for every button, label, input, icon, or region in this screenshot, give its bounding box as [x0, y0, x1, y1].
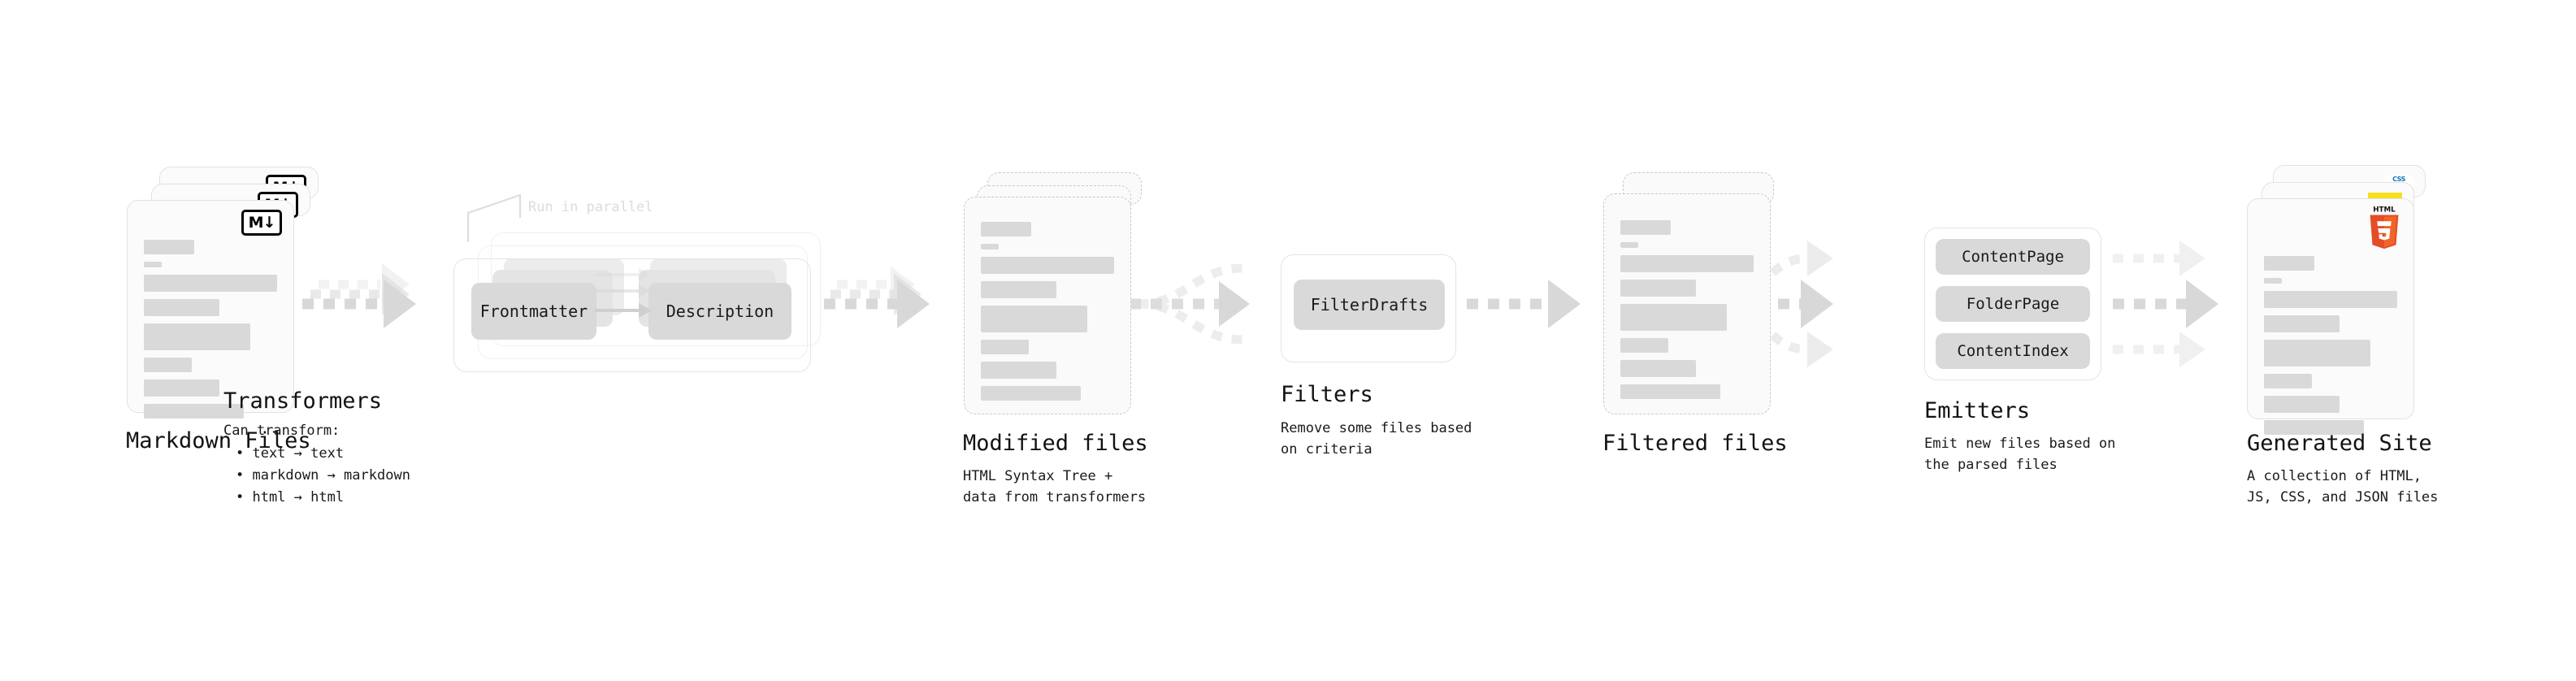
skeleton-bar [1620, 384, 1720, 399]
stage-title-filters: Filters [1281, 382, 1373, 407]
transformer-inner-arrows [595, 268, 652, 318]
file-skeleton [981, 222, 1114, 408]
arrow-emitters-to-site [2113, 241, 2218, 367]
transform-bullet-0: • text → text [236, 445, 345, 462]
skeleton-bar [2264, 374, 2313, 388]
transformer-pill-description[interactable]: Description [648, 283, 791, 340]
stage-desc-transformers: Can transform: [223, 423, 340, 439]
skeleton-bar [144, 380, 220, 397]
skeleton-bar [1620, 255, 1754, 272]
skeleton-bar [2264, 396, 2340, 413]
skeleton-bar [2264, 315, 2340, 332]
transformer-pill-frontmatter[interactable]: Frontmatter [471, 283, 596, 340]
skeleton-bar [144, 262, 162, 267]
skeleton-bar [981, 306, 1088, 332]
skeleton-bar [981, 244, 999, 249]
file-skeleton [1620, 220, 1754, 406]
arrow-transformers-to-modified [824, 267, 930, 328]
transform-bullet-2: • html → html [236, 489, 345, 505]
skeleton-bar [981, 386, 1081, 401]
skeleton-bar [2264, 278, 2282, 284]
stage-title-modified-files: Modified files [963, 431, 1148, 456]
skeleton-bar [981, 281, 1057, 298]
emitter-pill-contentpage[interactable]: ContentPage [1936, 239, 2090, 275]
run-in-parallel-label: Run in parallel [528, 199, 653, 215]
svg-text:HTML: HTML [2373, 206, 2396, 215]
skeleton-bar [1620, 360, 1697, 377]
skeleton-bar [981, 257, 1114, 274]
skeleton-bar [144, 240, 194, 254]
skeleton-bar [981, 362, 1057, 379]
file-skeleton [144, 240, 277, 426]
arrow-modified-to-filters [1130, 263, 1250, 345]
markdown-badge-icon: M↓ [241, 210, 282, 236]
stage-title-generated-site: Generated Site [2247, 431, 2432, 456]
filtered-file-card-front [1603, 193, 1771, 414]
arrow-markdown-to-transformers [302, 263, 416, 328]
skeleton-bar [1620, 304, 1728, 331]
stage-desc-emitters: Emit new files based on the parsed files [1924, 436, 2116, 474]
skeleton-bar [1620, 242, 1638, 248]
skeleton-bar [2264, 420, 2364, 435]
html5-logo-icon: HTML [2370, 206, 2399, 249]
site-file-card-html: HTML [2247, 198, 2414, 435]
stage-desc-generated-site: A collection of HTML, JS, CSS, and JSON … [2247, 468, 2439, 506]
stage-title-transformers: Transformers [223, 388, 383, 414]
skeleton-bar [2264, 340, 2371, 367]
emitter-pill-contentindex[interactable]: ContentIndex [1936, 333, 2090, 369]
skeleton-bar [1620, 338, 1669, 353]
modified-file-card-front [964, 197, 1131, 414]
skeleton-bar [144, 404, 244, 419]
skeleton-bar [2264, 291, 2397, 308]
filter-pill-filterdrafts[interactable]: FilterDrafts [1294, 280, 1445, 330]
transformer-panel-front [453, 258, 811, 372]
emitter-pill-folderpage[interactable]: FolderPage [1936, 286, 2090, 322]
skeleton-bar [144, 275, 277, 292]
skeleton-bar [144, 358, 193, 372]
file-skeleton [2264, 256, 2397, 442]
skeleton-bar [144, 299, 220, 316]
stage-desc-filters: Remove some files based on criteria [1281, 420, 1472, 458]
arrow-filters-to-filtered [1467, 280, 1581, 328]
transform-bullet-1: • markdown → markdown [236, 467, 410, 484]
skeleton-bar [1620, 280, 1697, 297]
stage-title-filtered-files: Filtered files [1602, 431, 1788, 456]
skeleton-bar [144, 323, 251, 350]
skeleton-bar [2264, 256, 2314, 271]
stage-title-emitters: Emitters [1924, 398, 2031, 423]
skeleton-bar [1620, 220, 1671, 235]
stage-title-markdown-files: Markdown Files [126, 428, 311, 453]
skeleton-bar [981, 222, 1031, 236]
stage-desc-modified-files: HTML Syntax Tree + data from transformer… [963, 468, 1147, 506]
skeleton-bar [981, 340, 1030, 354]
markdown-file-card-front: M↓ [127, 200, 294, 419]
